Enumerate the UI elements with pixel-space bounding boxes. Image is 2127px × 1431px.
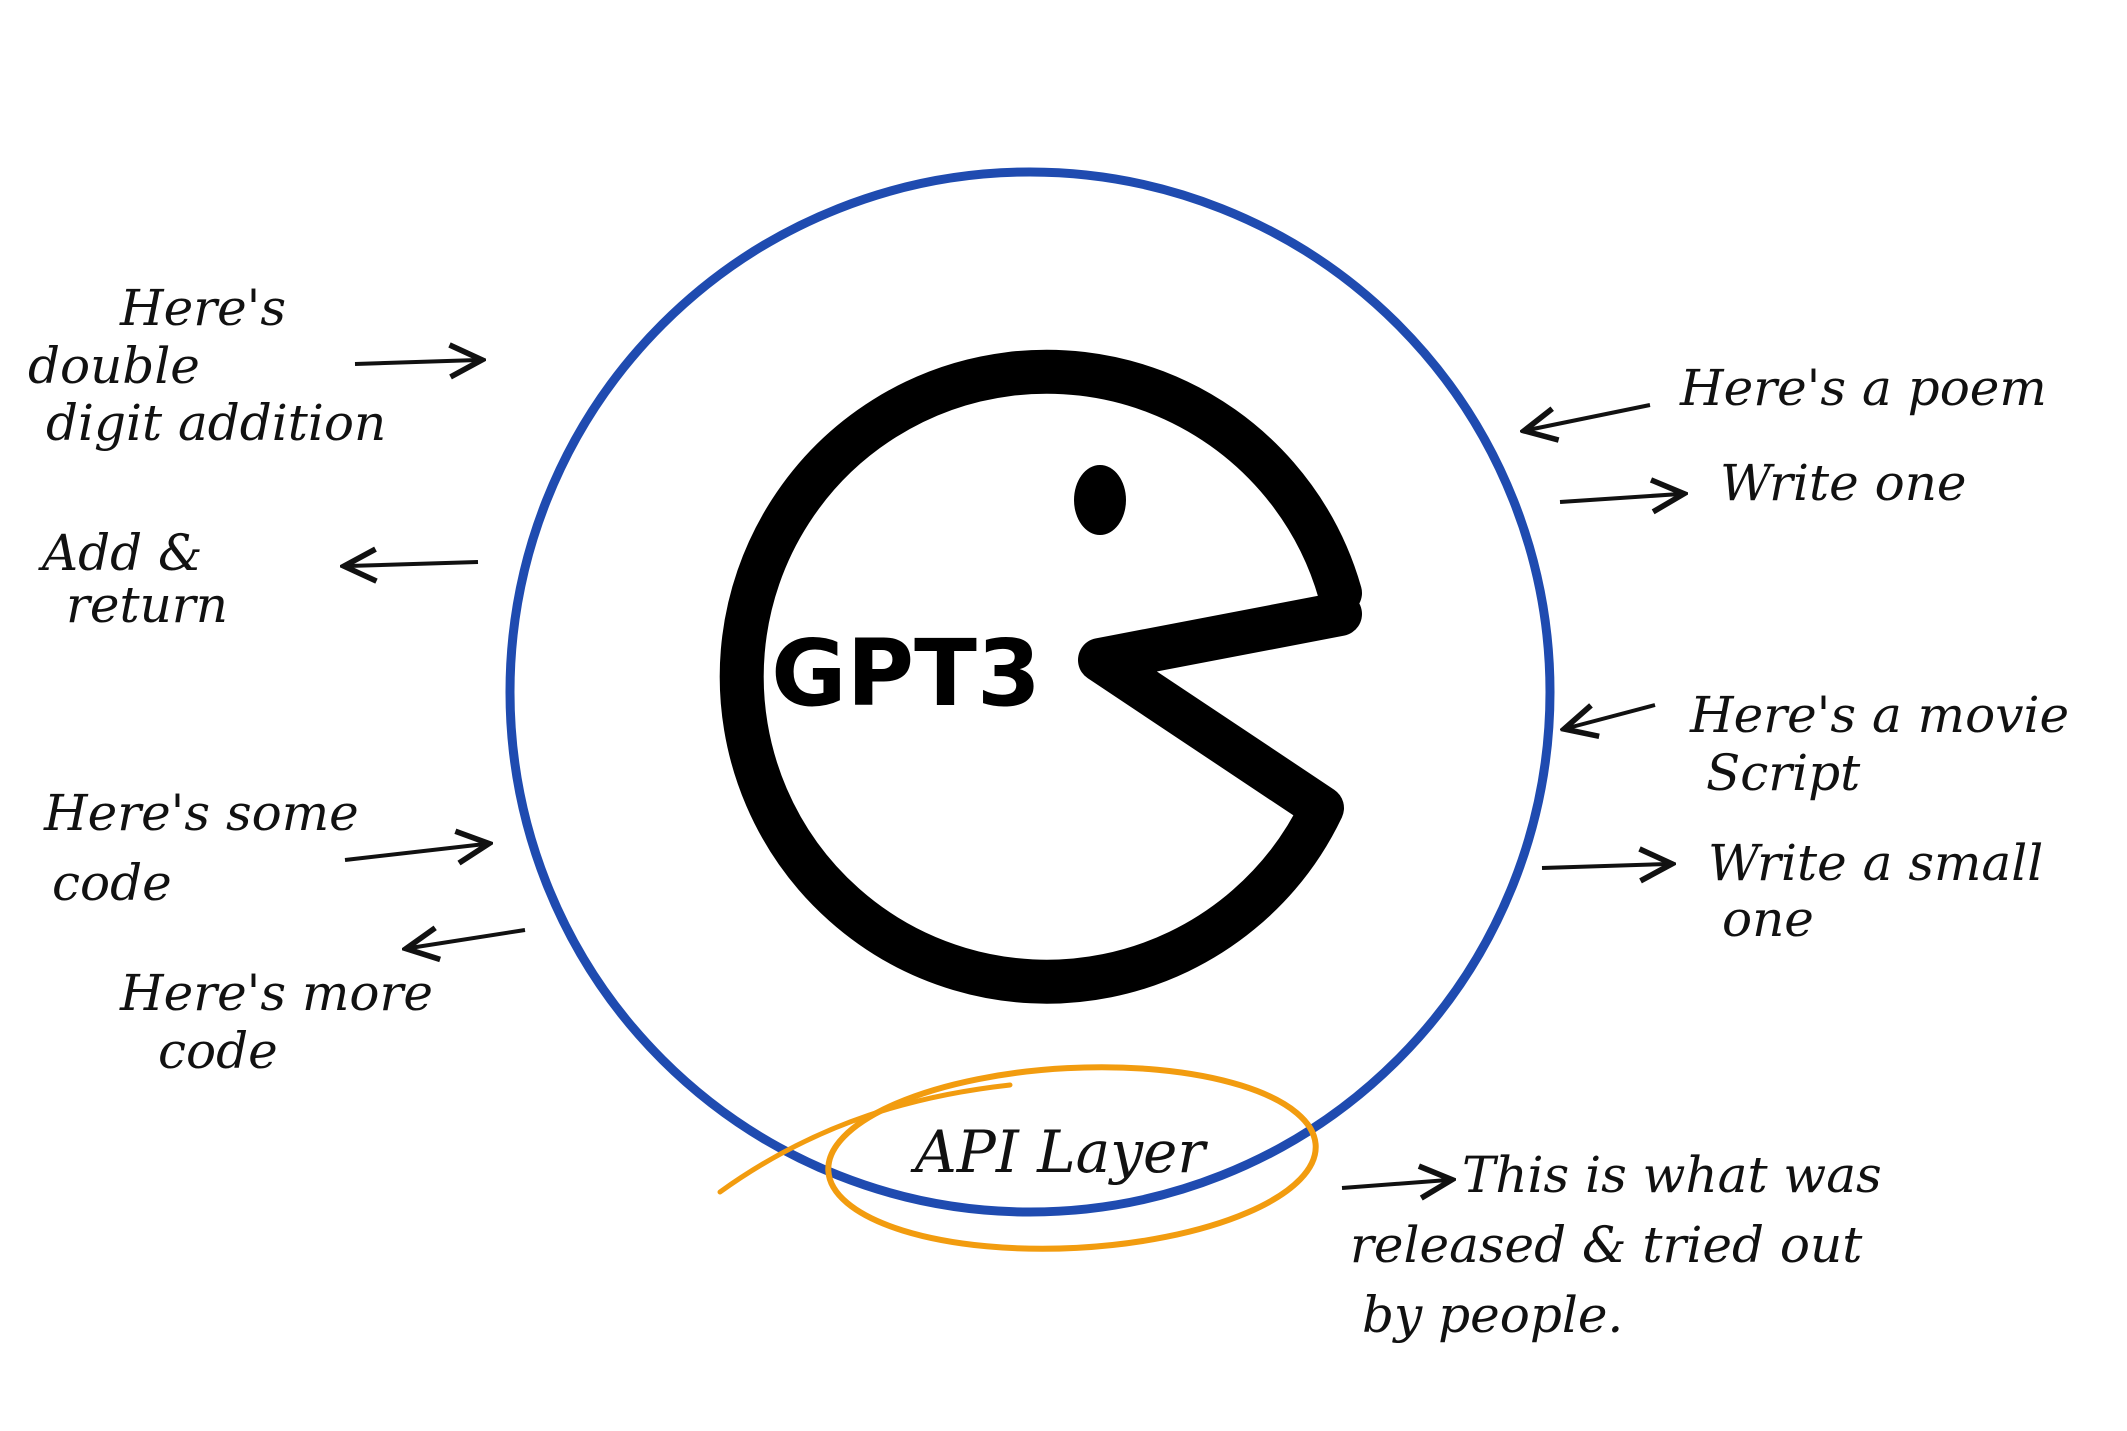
gpt3-body-outline xyxy=(719,349,1362,1004)
note-text-line: Here's some xyxy=(43,784,359,842)
arrow-left xyxy=(1568,703,1656,728)
left-note-4: Here's more code xyxy=(119,930,526,1080)
note-text-line: Here's more xyxy=(119,964,433,1022)
left-note-2: Add & return xyxy=(38,524,479,634)
note-text-line: code xyxy=(158,1022,278,1080)
left-note-3: Here's some code xyxy=(43,784,485,912)
gpt3-model-shape xyxy=(719,349,1362,1004)
arrow-right xyxy=(344,844,485,860)
note-text-line: Script xyxy=(1706,744,1861,802)
right-note-1: Here's a poem xyxy=(1528,359,2047,430)
api-highlight-tail xyxy=(717,1082,1013,1195)
arrow-left xyxy=(348,562,479,566)
arrow-left xyxy=(1528,403,1651,430)
note-text-line: double xyxy=(28,337,200,395)
gpt3-eye xyxy=(1074,465,1126,535)
note-text-line: Write one xyxy=(1720,454,1967,512)
note-text-line: Here's a movie xyxy=(1689,686,2069,744)
note-text-line: released & tried out xyxy=(1350,1216,1863,1274)
note-text-line: by people. xyxy=(1362,1286,1623,1344)
right-note-3: Here's a movie Script xyxy=(1568,686,2069,802)
arrow-right xyxy=(1559,494,1680,502)
api-circle xyxy=(505,167,1555,1217)
note-text-line: return xyxy=(66,576,228,634)
note-text-line: Write a small xyxy=(1708,834,2043,892)
note-text-line: one xyxy=(1722,890,1814,948)
note-text-line: code xyxy=(52,854,172,912)
note-text-line: Here's a poem xyxy=(1679,359,2047,417)
api-highlight-ellipse xyxy=(825,1064,1319,1252)
note-text-line: This is what was xyxy=(1462,1146,1882,1204)
arrow-right xyxy=(1541,864,1668,868)
release-note: This is what was released & tried out by… xyxy=(1341,1146,1882,1344)
arrow-left xyxy=(410,930,526,948)
api-highlight xyxy=(717,1064,1319,1252)
right-note-2: Write one xyxy=(1559,454,1967,512)
arrow-right xyxy=(354,360,478,364)
note-text-line: Add & xyxy=(38,524,203,582)
arrow-right xyxy=(1341,1180,1448,1188)
gpt3-label: GPT3 xyxy=(771,620,1041,727)
note-text-line: Here's xyxy=(119,279,286,337)
right-note-4: Write a small one xyxy=(1541,834,2043,948)
api-layer-label: API Layer xyxy=(910,1118,1208,1186)
left-note-1: Here's double digit addition xyxy=(28,279,478,452)
note-text-line: digit addition xyxy=(46,394,386,452)
